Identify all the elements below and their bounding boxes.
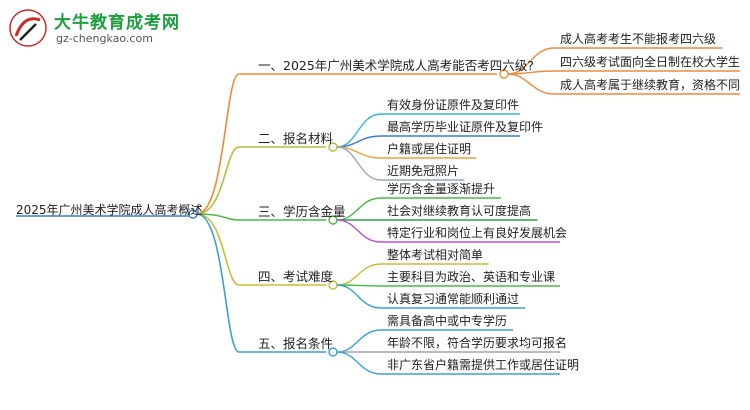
leaf-label-2-3: 户籍或居住证明 — [387, 142, 472, 156]
leaf-label-5-3: 非广东省户籍需提供工作或居住证明 — [387, 358, 580, 372]
leaf-label-4-2: 主要科目为政治、英语和专业课 — [387, 270, 556, 284]
leaf-connector-4-1 — [336, 263, 489, 286]
branch-connector-5 — [196, 213, 326, 353]
root-label: 2025年广州美术学院成人高考概述 — [16, 203, 203, 217]
branch-connector-1 — [196, 73, 497, 215]
leaf-label-5-1: 需具备高中或中专学历 — [387, 314, 508, 328]
branch-connector-3 — [196, 213, 326, 221]
leaf-connector-5-3 — [336, 351, 560, 375]
leaf-connector-2-4 — [336, 146, 465, 181]
leaf-connector-4-3 — [336, 284, 526, 309]
leaf-label-1-1: 成人高考考生不能报考四六级 — [560, 32, 717, 46]
logo-title: 大牛教育成考网 — [54, 13, 180, 33]
leaf-label-2-2: 最高学历毕业证原件及复印件 — [387, 120, 544, 134]
branch-label-2: 二、报名材料 — [258, 131, 334, 146]
leaf-label-2-4: 近期免冠照片 — [387, 164, 460, 178]
leaf-connector-1-2 — [507, 70, 740, 75]
leaf-connector-5-1 — [336, 329, 513, 353]
leaf-label-3-1: 学历含金量逐渐提升 — [387, 182, 496, 196]
leaf-label-4-1: 整体考试相对简单 — [387, 248, 484, 262]
leaf-label-1-3: 成人高考属于继续教育，资格不同 — [560, 78, 741, 92]
site-logo: 大牛教育成考网 gz-chengkao.com — [6, 6, 196, 52]
branch-label-4: 四、考试难度 — [258, 269, 334, 284]
branch-connector-4 — [196, 213, 326, 286]
leaf-label-5-2: 年龄不限，符合学历要求均可报名 — [387, 336, 568, 350]
logo-url: gz-chengkao.com — [56, 32, 153, 45]
leaf-connector-3-3 — [336, 219, 560, 243]
branch-label-3: 三、学历含金量 — [258, 204, 346, 219]
leaf-label-4-3: 认真复习通常能顺利通过 — [387, 292, 520, 306]
leaf-connector-1-1 — [507, 47, 723, 75]
leaf-connector-2-2 — [336, 135, 520, 148]
branch-label-5: 五、报名条件 — [258, 336, 334, 351]
leaf-label-1-2: 四六级考试面向全日制在校大学生 — [560, 55, 741, 69]
branch-connector-2 — [196, 146, 326, 215]
leaf-connector-3-1 — [336, 197, 501, 221]
leaf-connector-4-2 — [336, 284, 560, 287]
leaf-label-2-1: 有效身份证原件及复印件 — [387, 98, 520, 112]
leaf-connector-1-3 — [507, 73, 740, 95]
leaf-label-3-2: 社会对继续教育认可度提高 — [387, 204, 532, 218]
leaf-label-3-3: 特定行业和岗位上有良好发展机会 — [387, 226, 568, 240]
branch-label-1: 一、2025年广州美术学院成人高考能否考四六级? — [258, 58, 534, 73]
logo-mark-icon — [9, 9, 47, 47]
